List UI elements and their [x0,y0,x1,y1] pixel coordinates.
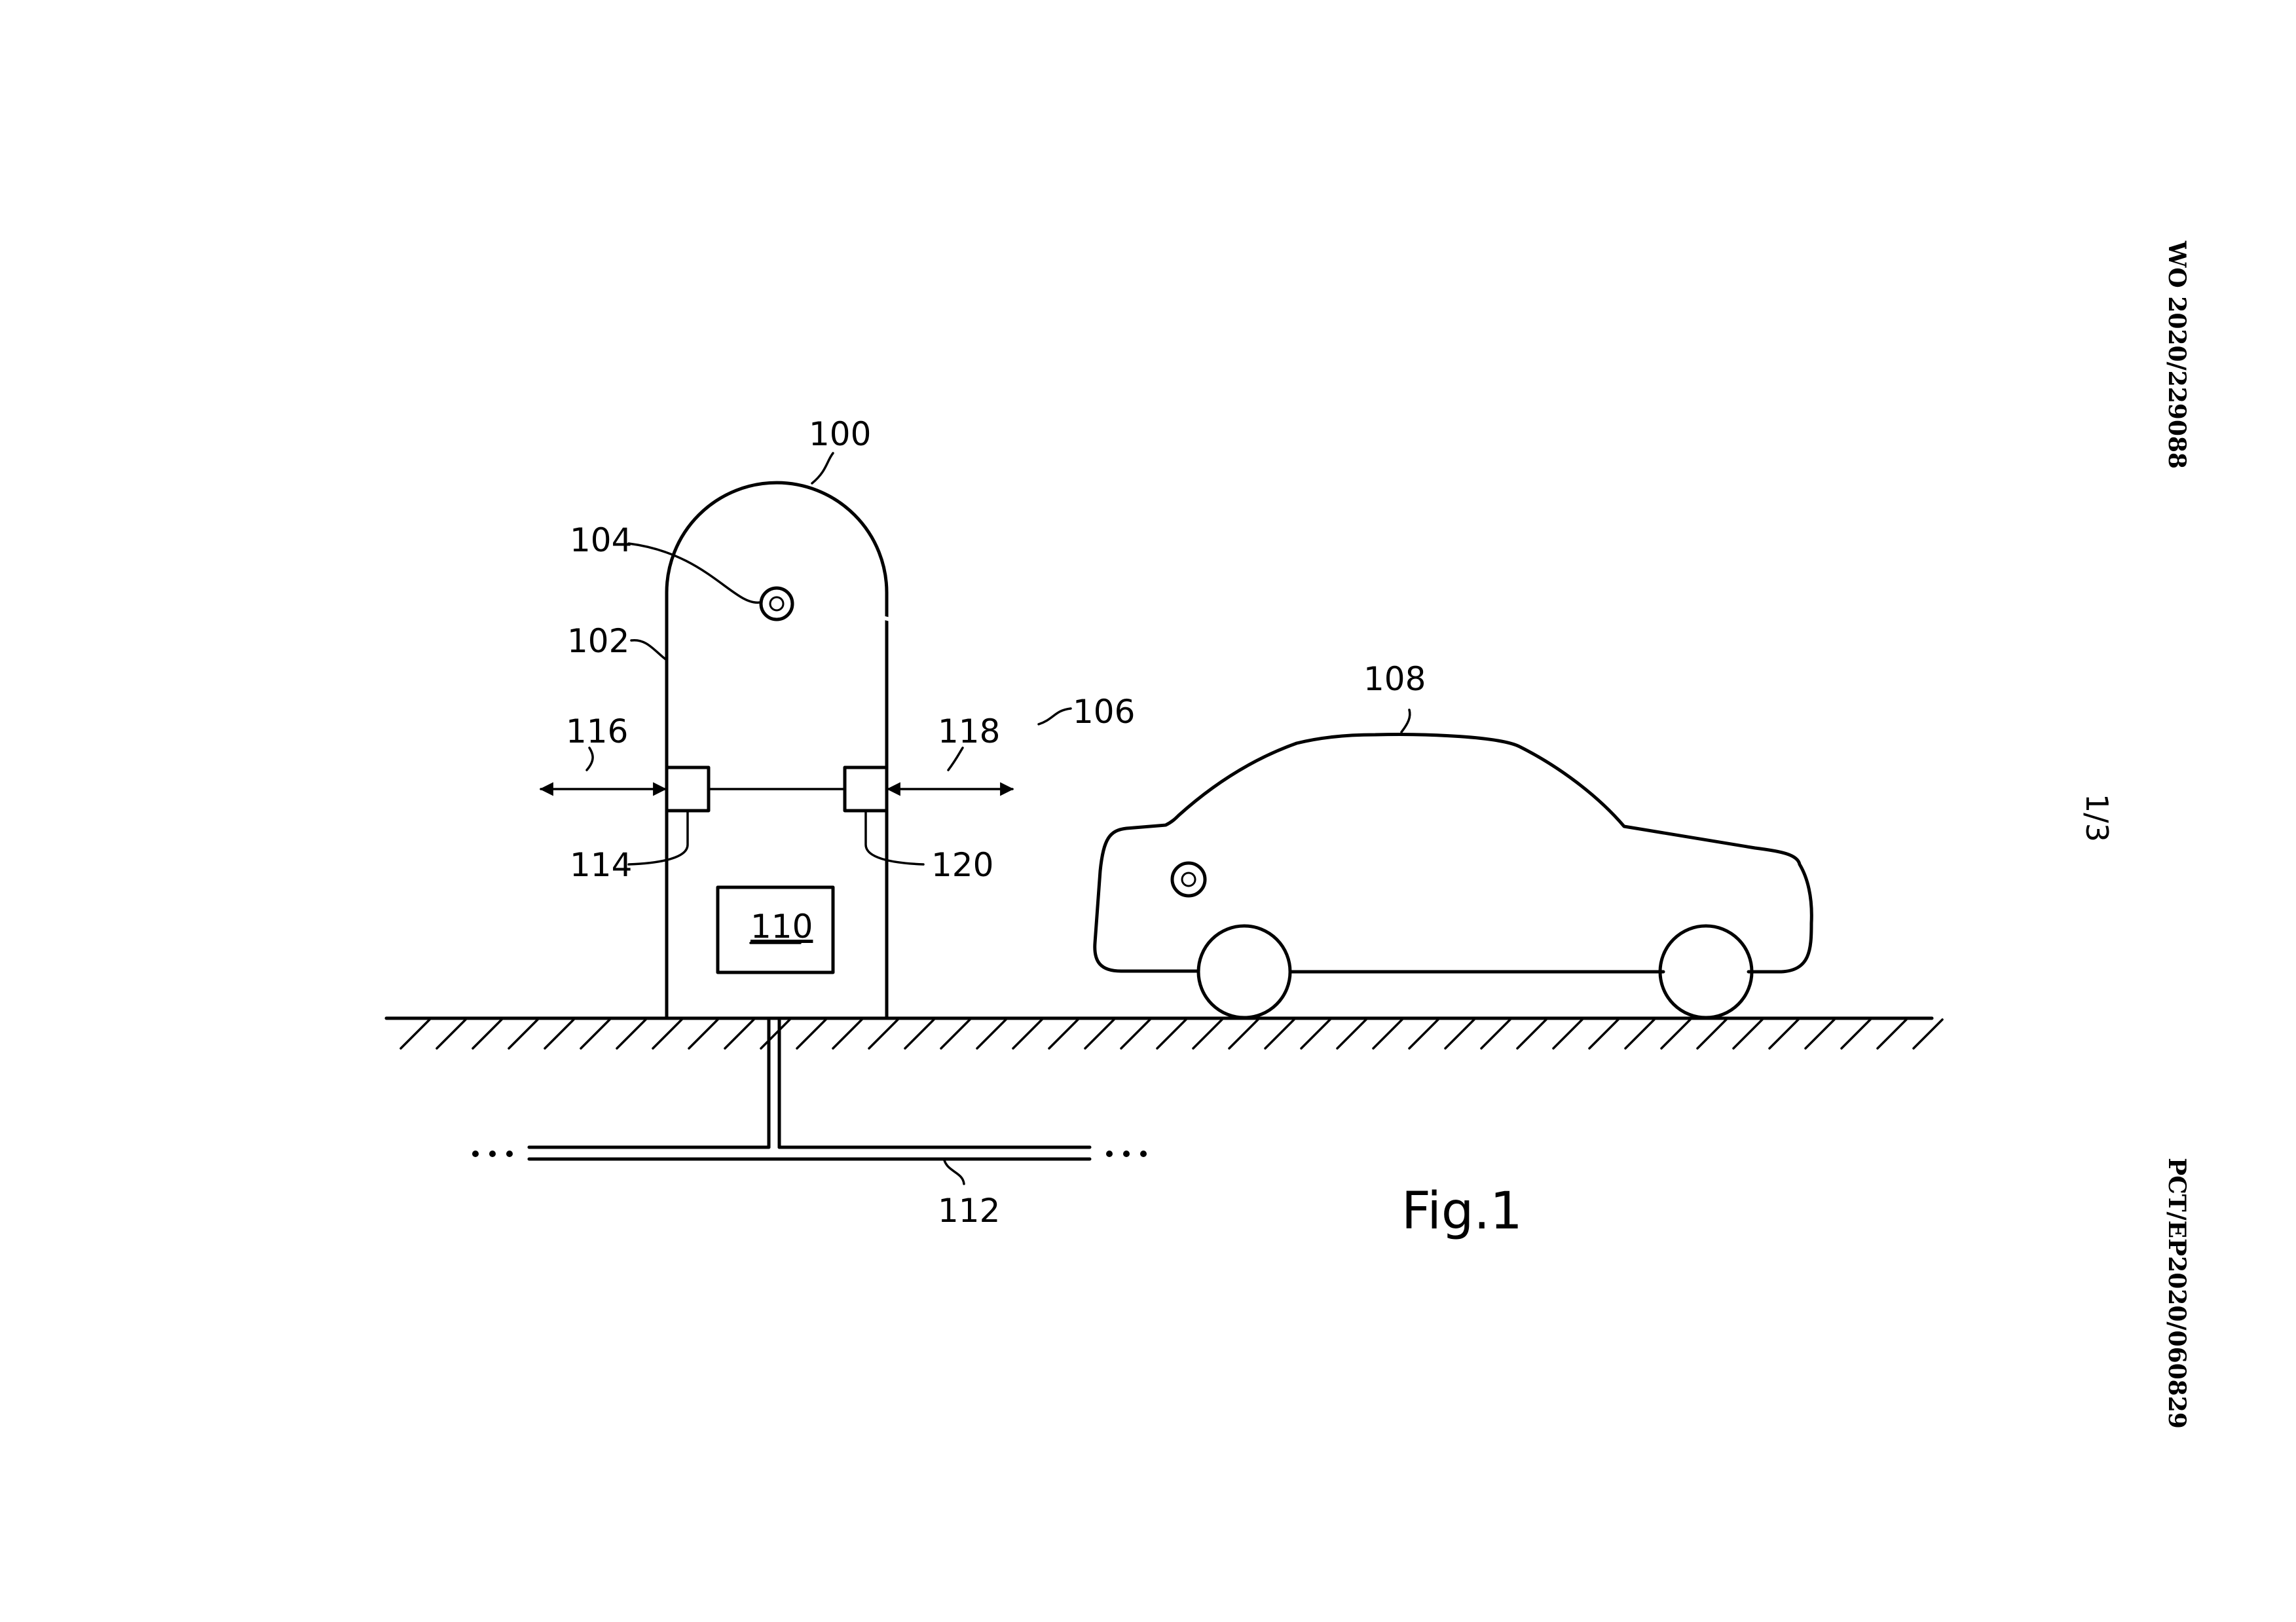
hatch-stroke [653,1020,682,1048]
hatch-stroke [1589,1020,1618,1048]
hatch-stroke [1805,1020,1834,1048]
leader-116 [587,748,593,770]
publication-number: WO 2020/229088 [2163,240,2191,469]
hatch-stroke [437,1020,466,1048]
leader-112 [944,1160,964,1184]
label-118: 118 [938,712,1000,750]
label-102: 102 [567,622,629,660]
hatch-stroke [1121,1020,1150,1048]
grid-connection-stub [769,1018,779,1147]
hatch-stroke [1049,1020,1078,1048]
interface-120 [845,767,887,811]
label-112: 112 [938,1192,1000,1230]
label-104: 104 [570,521,632,559]
grid-line [529,1147,1090,1159]
hatch-stroke [1517,1020,1546,1048]
hatch-stroke [905,1020,934,1048]
label-108: 108 [1363,660,1426,698]
hatch-stroke [1914,1020,1942,1048]
hatch-stroke [1193,1020,1222,1048]
label-116: 116 [566,712,628,750]
leader-108 [1401,710,1410,732]
hatch-stroke [689,1020,718,1048]
hatch-stroke [1878,1020,1906,1048]
leader-106 [1039,709,1071,724]
hatch-stroke [617,1020,646,1048]
label-106: 106 [1073,693,1135,731]
label-114: 114 [570,846,632,884]
hatch-stroke [1553,1020,1582,1048]
hatch-stroke [1157,1020,1186,1048]
hatch-stroke [1697,1020,1726,1048]
leader-100 [812,453,833,483]
hatch-stroke [1625,1020,1654,1048]
hatch-stroke [1842,1020,1870,1048]
hatch-stroke [1733,1020,1762,1048]
label-100: 100 [809,415,871,453]
hatch-stroke [1373,1020,1402,1048]
hatch-stroke [725,1020,754,1048]
outlet-104 [761,588,792,619]
vehicle-rear-wheel [1660,926,1752,1018]
ellipsis-left [472,1151,513,1157]
hatch-stroke [869,1020,898,1048]
application-number: PCT/EP2020/060829 [2163,1158,2191,1429]
ground-hatching [401,1020,1942,1048]
leader-114 [629,811,688,864]
hatch-stroke [1265,1020,1294,1048]
hatch-stroke [1301,1020,1330,1048]
vehicle-front-wheel [1198,926,1290,1018]
label-120: 120 [931,846,993,884]
sheet-number: 1/3 [2079,794,2115,842]
hatch-stroke [473,1020,502,1048]
hatch-stroke [833,1020,862,1048]
hatch-stroke [1229,1020,1258,1048]
figure-caption: Fig.1 [1401,1182,1523,1241]
hatch-stroke [797,1020,826,1048]
leader-118 [948,748,963,770]
leader-102 [631,640,667,660]
hatch-stroke [977,1020,1006,1048]
vehicle-body [1095,735,1812,972]
hatch-stroke [1013,1020,1042,1048]
label-110: 110 [750,908,813,946]
vehicle-inlet [1172,863,1205,896]
ellipsis-right [1106,1151,1147,1157]
hatch-stroke [1409,1020,1438,1048]
hatch-stroke [761,1020,790,1048]
hatch-stroke [581,1020,610,1048]
hatch-stroke [401,1020,430,1048]
hatch-stroke [1337,1020,1366,1048]
interface-114 [667,767,709,811]
hatch-stroke [1481,1020,1510,1048]
hatch-stroke [1769,1020,1798,1048]
hatch-stroke [545,1020,574,1048]
hatch-stroke [941,1020,970,1048]
hatch-stroke [1445,1020,1474,1048]
leader-104 [629,544,760,602]
hatch-stroke [1661,1020,1690,1048]
hatch-stroke [1085,1020,1114,1048]
hatch-stroke [509,1020,538,1048]
leader-120 [866,811,923,864]
